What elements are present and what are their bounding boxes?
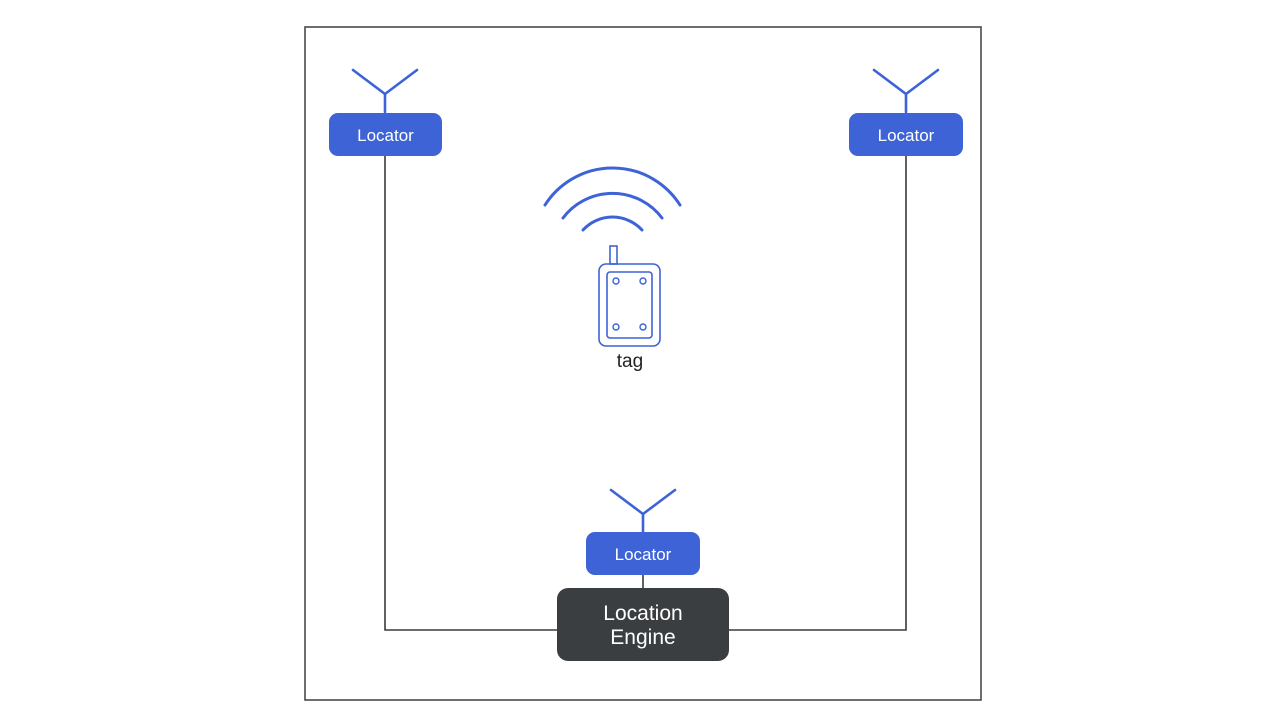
antenna-icon [609,488,677,534]
wire-left-locator-to-engine [384,156,557,631]
locator-label: Locator [878,126,935,145]
antenna-icon [351,68,419,114]
antenna-icon [872,68,940,114]
tag-label: tag [617,351,643,372]
locator-box [586,532,700,575]
location-engine-label-line2: Engine [610,626,675,649]
locator-label: Locator [615,545,672,564]
room-boundary [304,26,982,701]
wireless-signal-icon [543,166,682,232]
locator-label: Locator [357,126,414,145]
location-engine-box [557,588,729,661]
tag-device-icon [598,245,661,347]
locator-top-right: Locator [849,68,963,156]
locator-box [849,113,963,156]
locator-box [329,113,442,156]
locator-top-left: Locator [329,68,442,156]
location-engine: Location Engine [557,588,729,661]
wire-right-locator-to-engine [729,156,907,631]
locator-bottom-center: Locator [586,488,700,575]
location-engine-label-line1: Location [603,602,682,625]
